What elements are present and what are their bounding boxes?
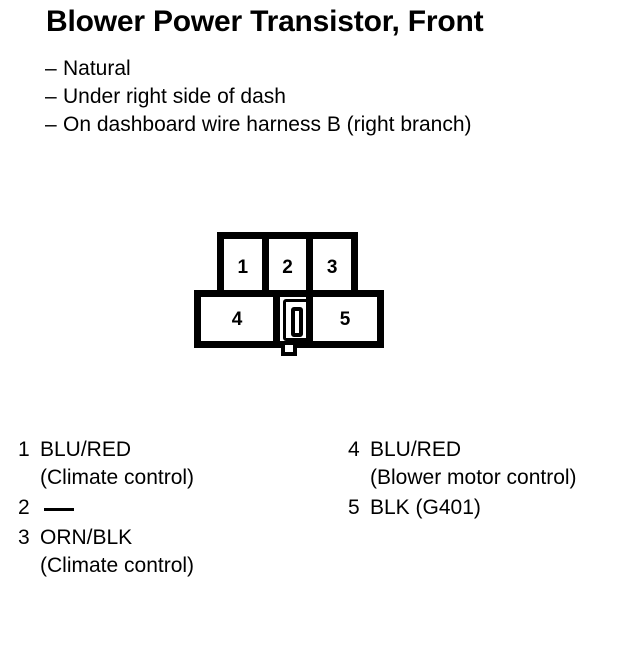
legend-description: (Blower motor control) <box>370 466 577 489</box>
legend-line: 5 BLK (G401) <box>348 494 628 522</box>
legend-wire-color: BLK (G401) <box>370 496 481 519</box>
pin-legend-right-column: 4 BLU/RED (Blower motor control) 5 BLK (G4… <box>348 436 628 524</box>
legend-entry: 2 <box>18 494 338 522</box>
spec-item-text: On dashboard wire harness B (right branc… <box>63 113 472 136</box>
spec-item: –On dashboard wire harness B (right bran… <box>45 111 605 139</box>
legend-pin-number: 4 <box>348 438 360 461</box>
connector-cavity-2: 2 <box>269 239 314 296</box>
cavity-number: 3 <box>326 257 338 278</box>
legend-entry: 4 BLU/RED (Blower motor control) <box>348 436 628 492</box>
connector-cavity-3: 3 <box>313 239 351 296</box>
legend-line: 3 ORN/BLK <box>18 524 338 552</box>
legend-wire-color: ORN/BLK <box>40 526 133 549</box>
cavity-number: 1 <box>237 257 249 278</box>
legend-entry: 1 BLU/RED (Climate control) <box>18 436 338 492</box>
legend-description: (Climate control) <box>40 466 195 489</box>
legend-line: (Climate control) <box>18 464 338 492</box>
dash-marker: – <box>45 57 57 80</box>
spec-item: –Natural <box>45 55 605 83</box>
legend-wire-color: BLU/RED <box>370 438 462 461</box>
pin-legend-left-column: 1 BLU/RED (Climate control) 2 3 ORN/BLK (C… <box>18 436 338 582</box>
connector-latch-slot <box>280 297 313 341</box>
spec-item-text: Natural <box>63 57 131 80</box>
spec-list: –Natural –Under right side of dash –On d… <box>45 55 605 139</box>
page-title: Blower Power Transistor, Front <box>46 5 484 38</box>
latch-outer-icon <box>283 299 309 341</box>
legend-entry: 3 ORN/BLK (Climate control) <box>18 524 338 580</box>
legend-pin-number: 1 <box>18 438 30 461</box>
legend-pin-number: 5 <box>348 496 360 519</box>
connector-diagram: 1 2 3 4 5 <box>194 232 384 358</box>
legend-description: (Climate control) <box>40 554 195 577</box>
connector-bottom-row: 4 5 <box>194 290 384 348</box>
cavity-number: 5 <box>339 308 351 330</box>
legend-line: 4 BLU/RED <box>348 436 628 464</box>
connector-cavity-5: 5 <box>313 297 377 341</box>
legend-line: 1 BLU/RED <box>18 436 338 464</box>
legend-wire-color: BLU/RED <box>40 438 132 461</box>
connector-cavity-4: 4 <box>201 297 280 341</box>
dash-marker: – <box>45 85 57 108</box>
spec-item-text: Under right side of dash <box>63 85 286 108</box>
cavity-number: 2 <box>282 257 293 278</box>
legend-line: (Blower motor control) <box>348 464 628 492</box>
spec-item: –Under right side of dash <box>45 83 605 111</box>
legend-line: 2 <box>18 494 338 522</box>
connector-top-row: 1 2 3 <box>217 232 358 296</box>
connector-cavity-1: 1 <box>224 239 269 296</box>
legend-pin-number: 3 <box>18 526 30 549</box>
latch-inner-icon <box>291 307 303 337</box>
legend-pin-number: 2 <box>18 496 30 519</box>
legend-entry: 5 BLK (G401) <box>348 494 628 522</box>
pin-legend: 1 BLU/RED (Climate control) 2 3 ORN/BLK (C… <box>0 436 640 596</box>
locking-tab-icon <box>281 345 297 356</box>
legend-empty-rule <box>44 508 74 511</box>
legend-line: (Climate control) <box>18 552 338 580</box>
dash-marker: – <box>45 113 57 136</box>
cavity-number: 4 <box>231 308 243 330</box>
